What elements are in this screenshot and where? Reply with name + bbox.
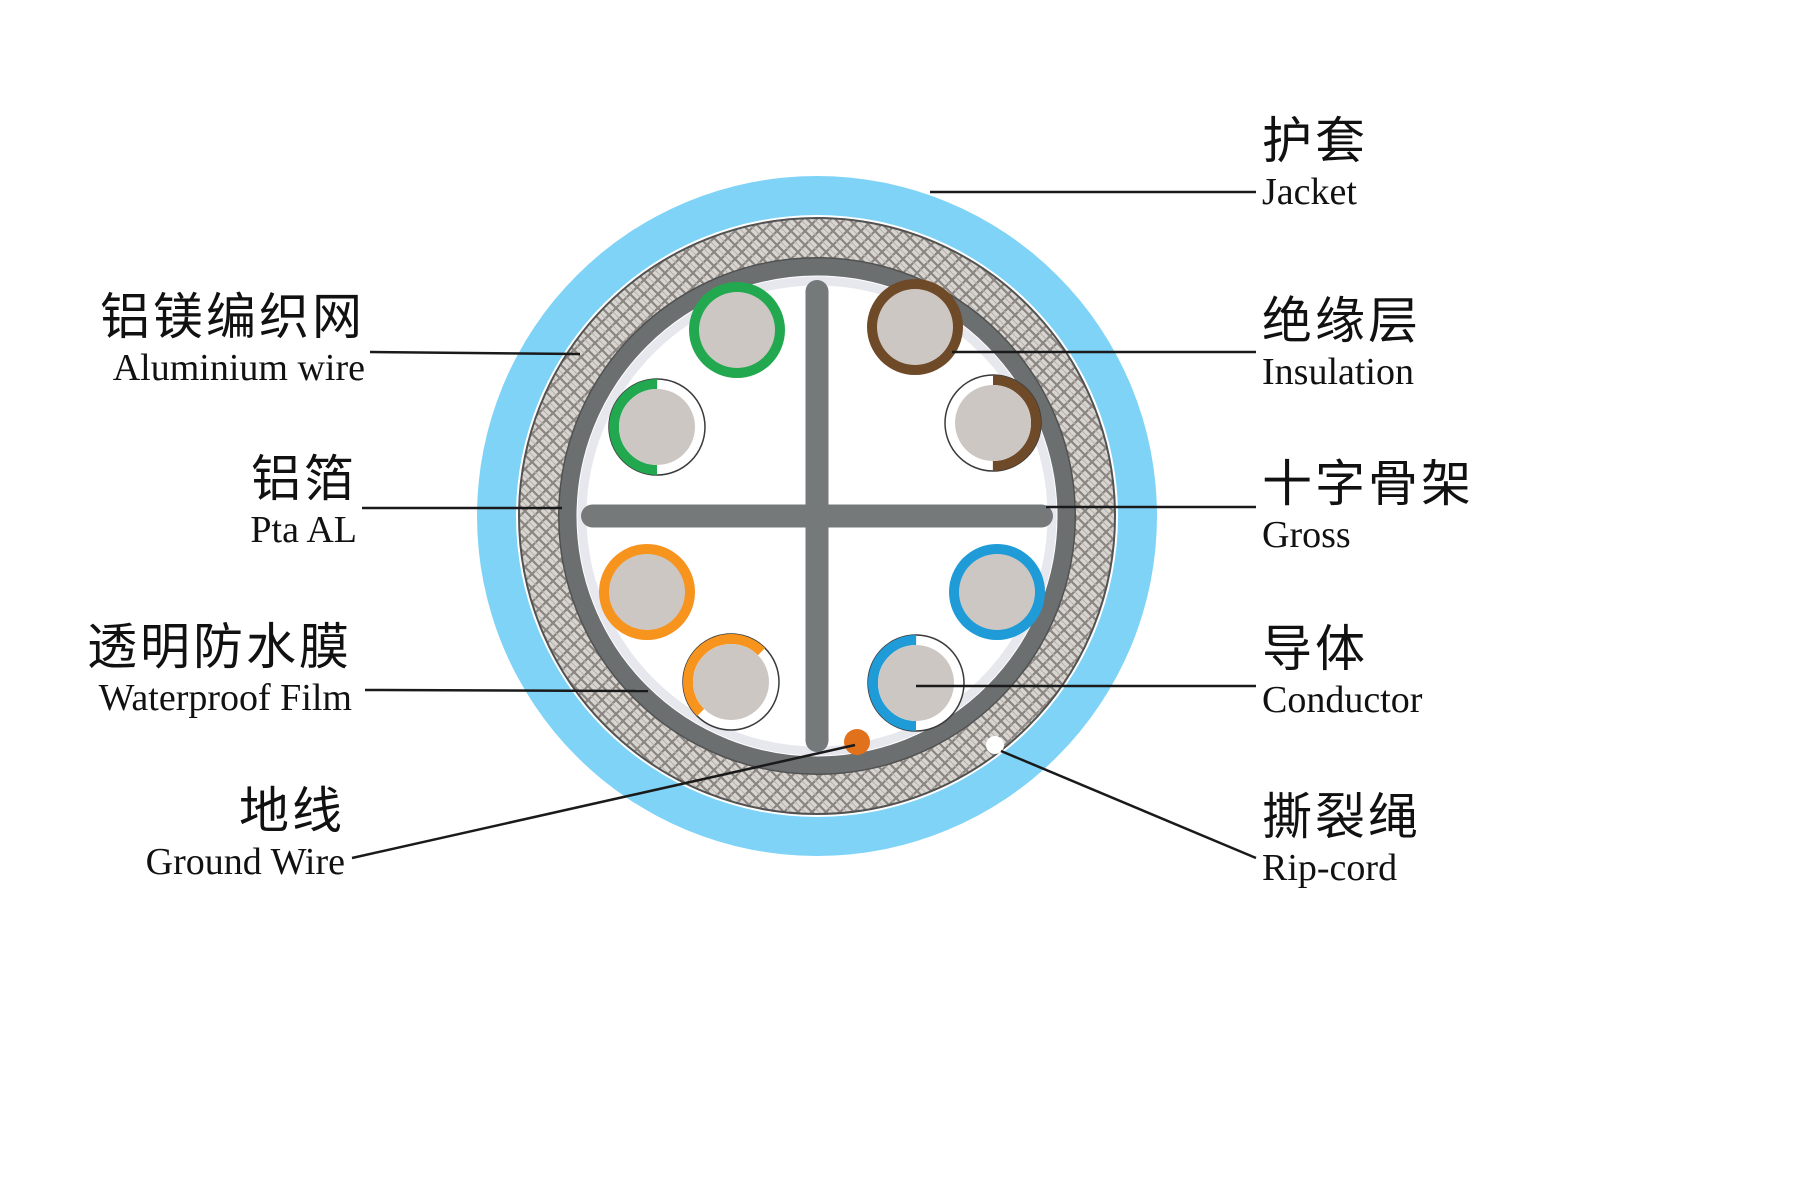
conductor-blue-half: [867, 634, 965, 732]
braid-inner-edge: [558, 257, 1076, 775]
leader-ground: [351, 743, 856, 860]
ripcord-dot: [986, 736, 1004, 754]
cross-skeleton: [581, 280, 1053, 752]
label-rip-cord-en: Rip-cord: [1262, 847, 1398, 889]
label-jacket: 护套 Jacket: [1262, 112, 1368, 215]
cable-body: [477, 176, 1157, 856]
conductor-orange-solid: [599, 544, 695, 640]
label-ground-wire: 地线 Ground Wire: [146, 782, 345, 885]
label-conductor-zh: 导体: [1262, 621, 1368, 677]
conductor-brown-solid: [867, 279, 963, 375]
label-pta-al: 铝箔 Pta AL: [250, 450, 357, 553]
leader-ripcord: [1000, 749, 1257, 860]
label-cross-skeleton-zh: 十字骨架: [1262, 456, 1474, 512]
label-aluminium-wire-zh: 铝镁编织网: [100, 289, 365, 345]
label-rip-cord: 撕裂绳 Rip-cord: [1262, 788, 1421, 891]
conductor-green-half: [608, 378, 706, 476]
label-insulation-zh: 绝缘层: [1262, 293, 1421, 349]
leader-aluminium: [369, 350, 581, 356]
label-waterproof-film-zh: 透明防水膜: [87, 619, 352, 675]
conductor-orange-half: [682, 633, 780, 731]
label-pta-al-zh: 铝箔: [251, 451, 357, 507]
cross-horizontal-bar: [581, 504, 1053, 528]
label-insulation: 绝缘层 Insulation: [1262, 292, 1421, 395]
label-pta-al-en: Pta AL: [250, 509, 357, 551]
conductor-brown-half: [944, 374, 1042, 472]
label-ground-wire-zh: 地线: [239, 783, 345, 839]
ground-wire-dot: [844, 729, 870, 755]
label-cross-skeleton: 十字骨架 Gross: [1262, 455, 1474, 558]
conductor-blue-solid: [949, 544, 1045, 640]
label-cross-skeleton-en: Gross: [1262, 514, 1351, 556]
label-waterproof-film: 透明防水膜 Waterproof Film: [87, 618, 352, 721]
conductor-green-solid: [689, 282, 785, 378]
label-aluminium-wire: 铝镁编织网 Aluminium wire: [100, 288, 365, 391]
label-insulation-en: Insulation: [1262, 351, 1414, 393]
label-aluminium-wire-en: Aluminium wire: [112, 347, 365, 389]
label-rip-cord-zh: 撕裂绳: [1262, 789, 1421, 845]
braid-outer-edge: [518, 217, 1116, 815]
foil-ring: [559, 258, 1075, 774]
leader-waterproof: [364, 688, 649, 693]
label-conductor-en: Conductor: [1262, 679, 1423, 721]
label-ground-wire-en: Ground Wire: [145, 841, 345, 883]
label-jacket-zh: 护套: [1262, 113, 1368, 169]
label-jacket-en: Jacket: [1262, 171, 1357, 213]
label-conductor: 导体 Conductor: [1262, 620, 1422, 723]
braid-ring: [519, 218, 1115, 814]
label-waterproof-film-en: Waterproof Film: [98, 677, 352, 719]
leader-lines: [351, 190, 1257, 860]
